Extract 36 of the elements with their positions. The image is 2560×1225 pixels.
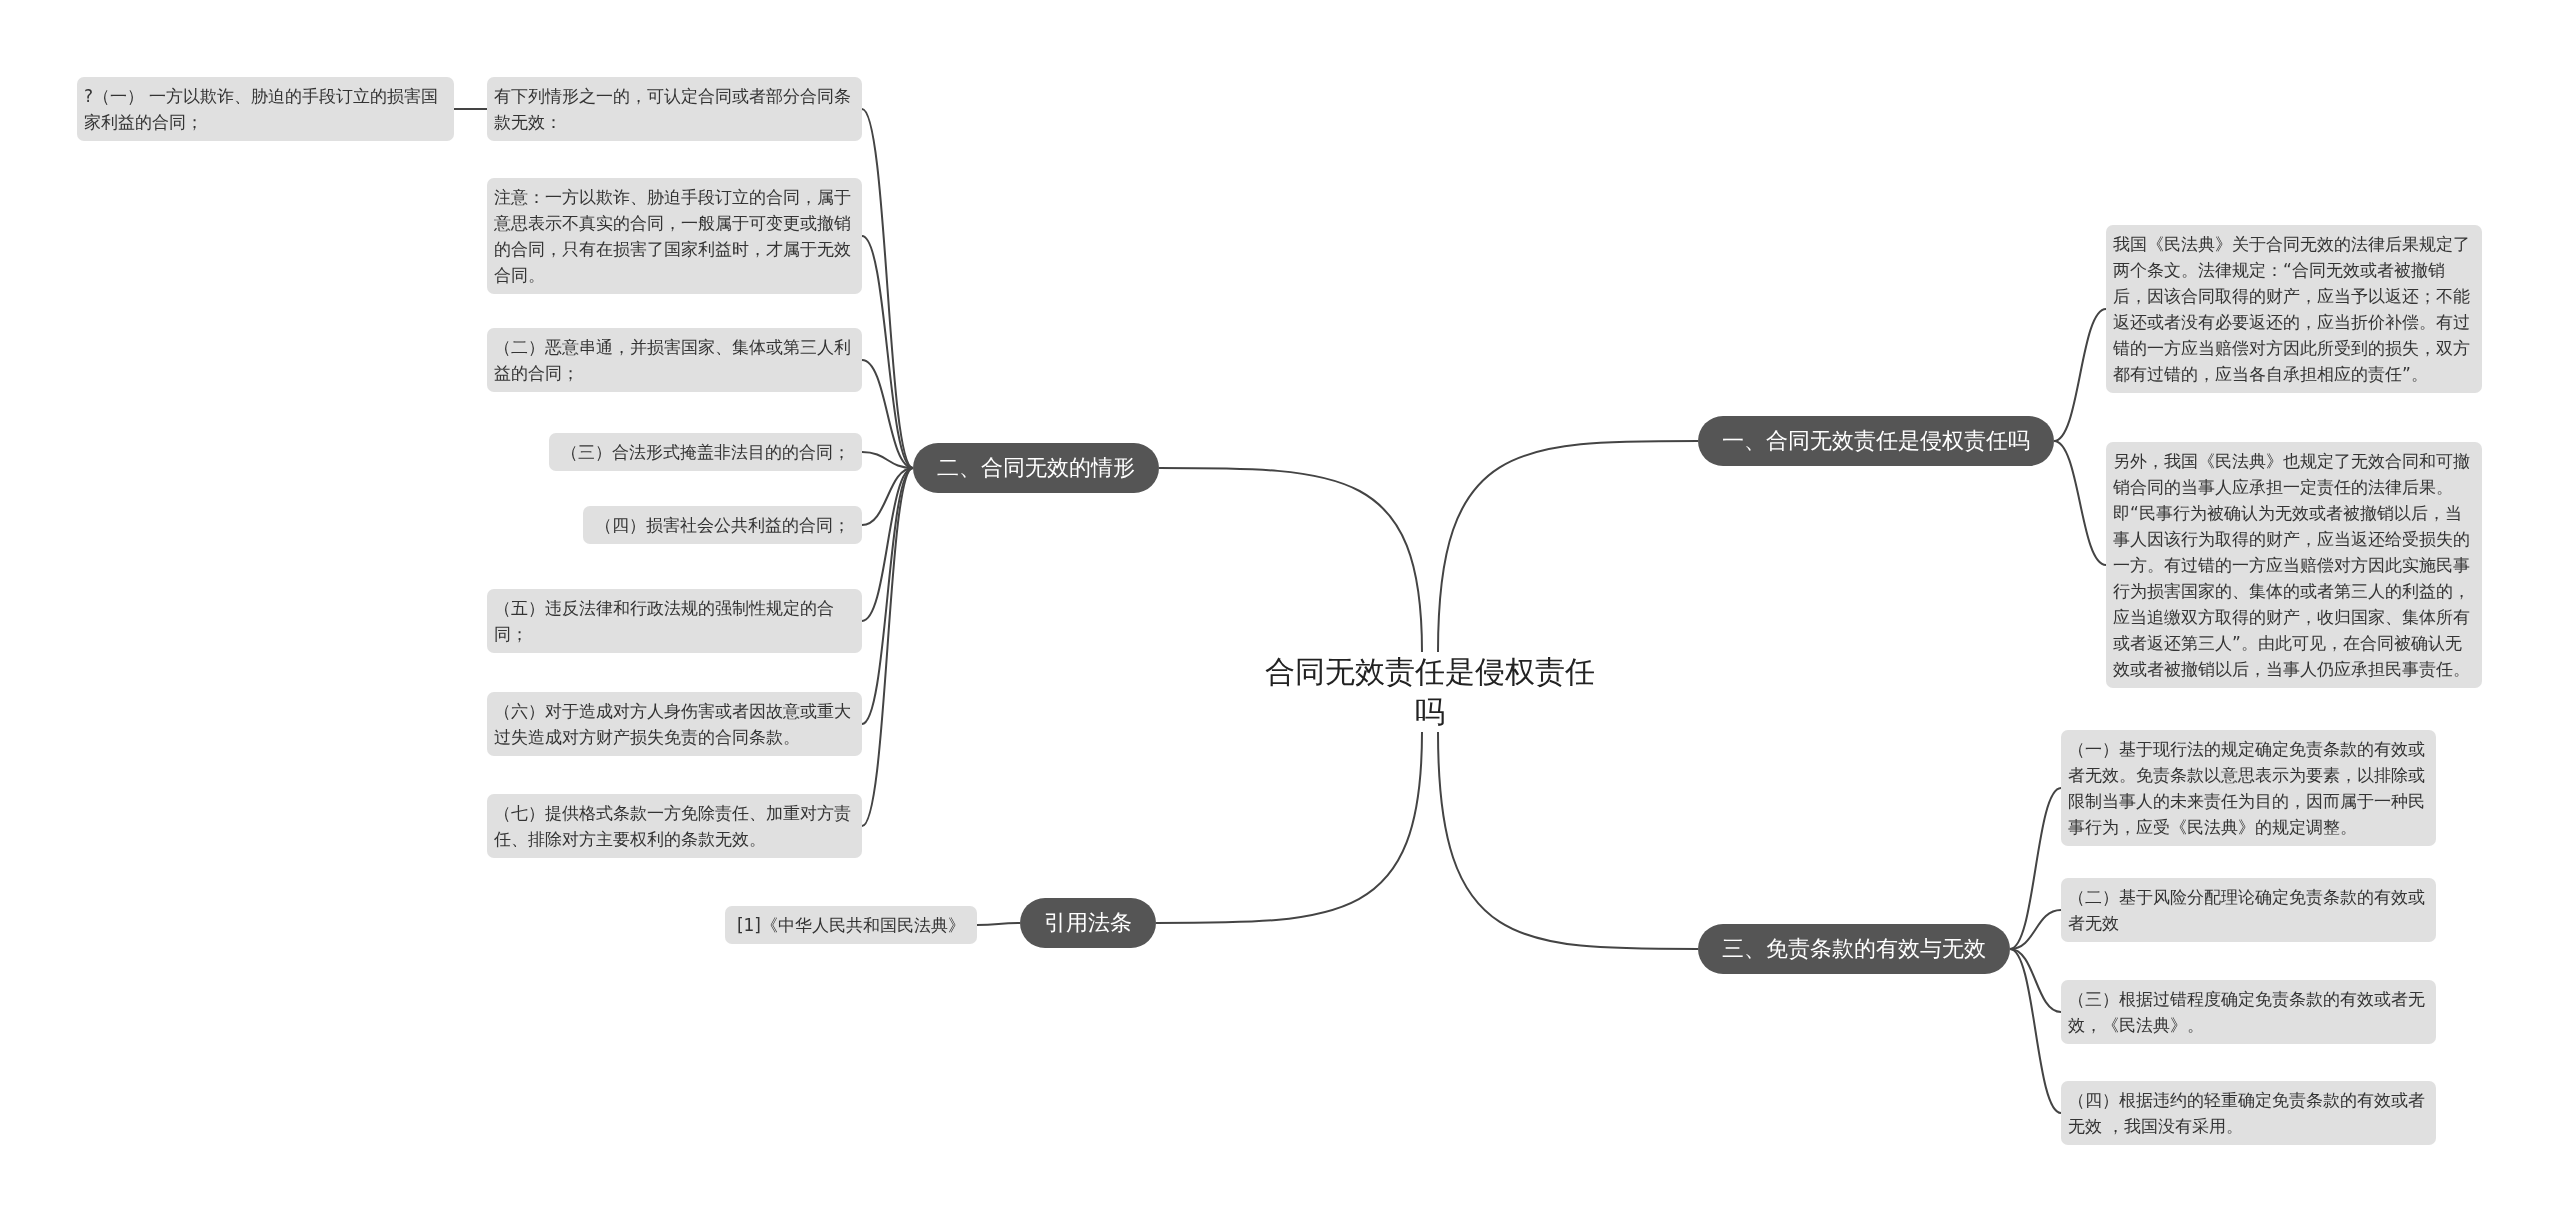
subtopic-card: 另外，我国《民法典》也规定了无效合同和可撤销合同的当事人应承担一定责任的法律后果。即“民事行为被确认为无效或者被撤销以后，当事人因该行为取得的财产，应当返还给受损失的一方。有过错的一方应当赔偿对方因此实施民事行为损害国家的、集体的或者第三人的利益的，应当追缴双方取得的财产，收归国家、集体所有或者返还第三人”。由此可见，在合同被确认无效或者被撤销以后，当事人仍应承担民事责任。 (2106, 442, 2482, 688)
subtopic-card: 我国《民法典》关于合同无效的法律后果规定了两个条文。法律规定：“合同无效或者被撤销后，因该合同取得的财产，应当予以返还；不能返还或者没有必要返还的，应当折价补偿。有过错的一方应当赔偿对方因此所受到的损失，双方都有过错的，应当各自承担相应的责任”。 (2106, 225, 2482, 393)
subtopic-card: （二）基于风险分配理论确定免责条款的有效或者无效 (2061, 878, 2436, 942)
subtopic-card: ?（一） 一方以欺诈、胁迫的手段订立的损害国家利益的合同； (77, 77, 454, 141)
subtopic-card: （五）违反法律和行政法规的强制性规定的合同； (487, 589, 862, 653)
subtopic-card: [1]《中华人民共和国民法典》 (724, 906, 977, 944)
connector (2009, 948, 2062, 1114)
connector (1437, 731, 1699, 950)
subtopic-card: 注意：一方以欺诈、胁迫手段订立的合同，属于意思表示不真实的合同，一般属于可变更或撤销的合同，只有在损害了国家利益时，才属于无效合同。 (487, 178, 862, 294)
connector (1155, 731, 1423, 924)
topic-pill: 一、合同无效责任是侵权责任吗 (1698, 416, 2054, 466)
connector (1437, 440, 1699, 653)
connector (1158, 467, 1423, 653)
subtopic-card: （一）基于现行法的规定确定免责条款的有效或者无效。免责条款以意思表示为要素，以排除或限制当事人的未来责任为目的，因而属于一种民事行为，应受《民法典》的规定调整。 (2061, 730, 2436, 846)
topic-pill: 引用法条 (1020, 898, 1156, 948)
connector (2009, 948, 2062, 1013)
connector (453, 108, 488, 110)
topic-pill: 三、免责条款的有效与无效 (1698, 924, 2010, 974)
connector (861, 467, 914, 725)
subtopic-card: （三）合法形式掩盖非法目的的合同； (549, 433, 862, 471)
connector (861, 467, 914, 827)
topic-pill: 二、合同无效的情形 (913, 443, 1159, 493)
subtopic-card: （三）根据过错程度确定免责条款的有效或者无效，《民法典》。 (2061, 980, 2436, 1044)
connector (976, 922, 1021, 926)
subtopic-card: （四）损害社会公共利益的合同； (583, 506, 862, 544)
subtopic-card: （七）提供格式条款一方免除责任、加重对方责任、排除对方主要权利的条款无效。 (487, 794, 862, 858)
subtopic-card: 有下列情形之一的，可认定合同或者部分合同条款无效： (487, 77, 862, 141)
subtopic-card: （四）根据违约的轻重确定免责条款的有效或者无效 ，我国没有采用。 (2061, 1081, 2436, 1145)
subtopic-card: （六）对于造成对方人身伤害或者因故意或重大过失造成对方财产损失免责的合同条款。 (487, 692, 862, 756)
connector (2053, 308, 2107, 442)
connector (2009, 787, 2062, 950)
subtopic-card: （二）恶意串通，并损害国家、集体或第三人利益的合同； (487, 328, 862, 392)
central-topic: 合同无效责任是侵权责任吗 (1254, 652, 1606, 732)
connector (861, 108, 914, 469)
connector (861, 235, 914, 469)
connector (2053, 440, 2107, 566)
